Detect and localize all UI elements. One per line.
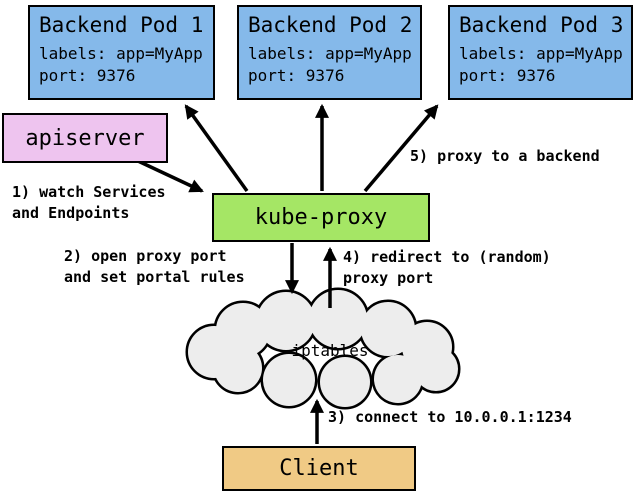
arrow-kubeproxy-to-pod1: [184, 104, 249, 193]
step-1-watch-services-label: 1) watch Services and Endpoints: [12, 183, 166, 222]
backend-pod-1-title: Backend Pod 1: [39, 13, 204, 37]
kube-proxy-label: kube-proxy: [254, 205, 388, 230]
backend-pod-2-port: port: 9376: [248, 66, 345, 85]
backend-pod-1-labels: labels: app=MyApp: [39, 44, 203, 63]
step-4-redirect-label: 4) redirect to (random) proxy port: [343, 248, 551, 287]
client-label: Client: [279, 456, 359, 481]
step-2-open-proxy-port-label: 2) open proxy port and set portal rules: [64, 247, 245, 286]
step-5-proxy-backend-label: 5) proxy to a backend: [410, 147, 600, 165]
apiserver-label: apiserver: [25, 125, 145, 151]
backend-pod-3-labels: labels: app=MyApp: [459, 44, 623, 63]
backend-pod-2-title: Backend Pod 2: [248, 13, 413, 37]
backend-pod-3-node: Backend Pod 3 labels: app=MyApp port: 93…: [448, 5, 633, 100]
backend-pod-3-port: port: 9376: [459, 66, 556, 85]
backend-pod-2-labels: labels: app=MyApp: [248, 44, 412, 63]
arrow-apiserver-to-kubeproxy: [137, 159, 204, 193]
kube-proxy-node: kube-proxy: [212, 193, 430, 242]
backend-pod-1-node: Backend Pod 1 labels: app=MyApp port: 93…: [28, 5, 215, 100]
step-3-connect-label: 3) connect to 10.0.0.1:1234: [328, 408, 572, 426]
backend-pod-2-node: Backend Pod 2 labels: app=MyApp port: 93…: [237, 5, 422, 100]
iptables-label: iptables: [291, 341, 369, 360]
arrow-kubeproxy-to-pod3: [363, 104, 439, 193]
backend-pod-3-title: Backend Pod 3: [459, 13, 624, 37]
backend-pod-1-port: port: 9376: [39, 66, 136, 85]
apiserver-node: apiserver: [2, 113, 168, 163]
client-node: Client: [222, 446, 416, 491]
